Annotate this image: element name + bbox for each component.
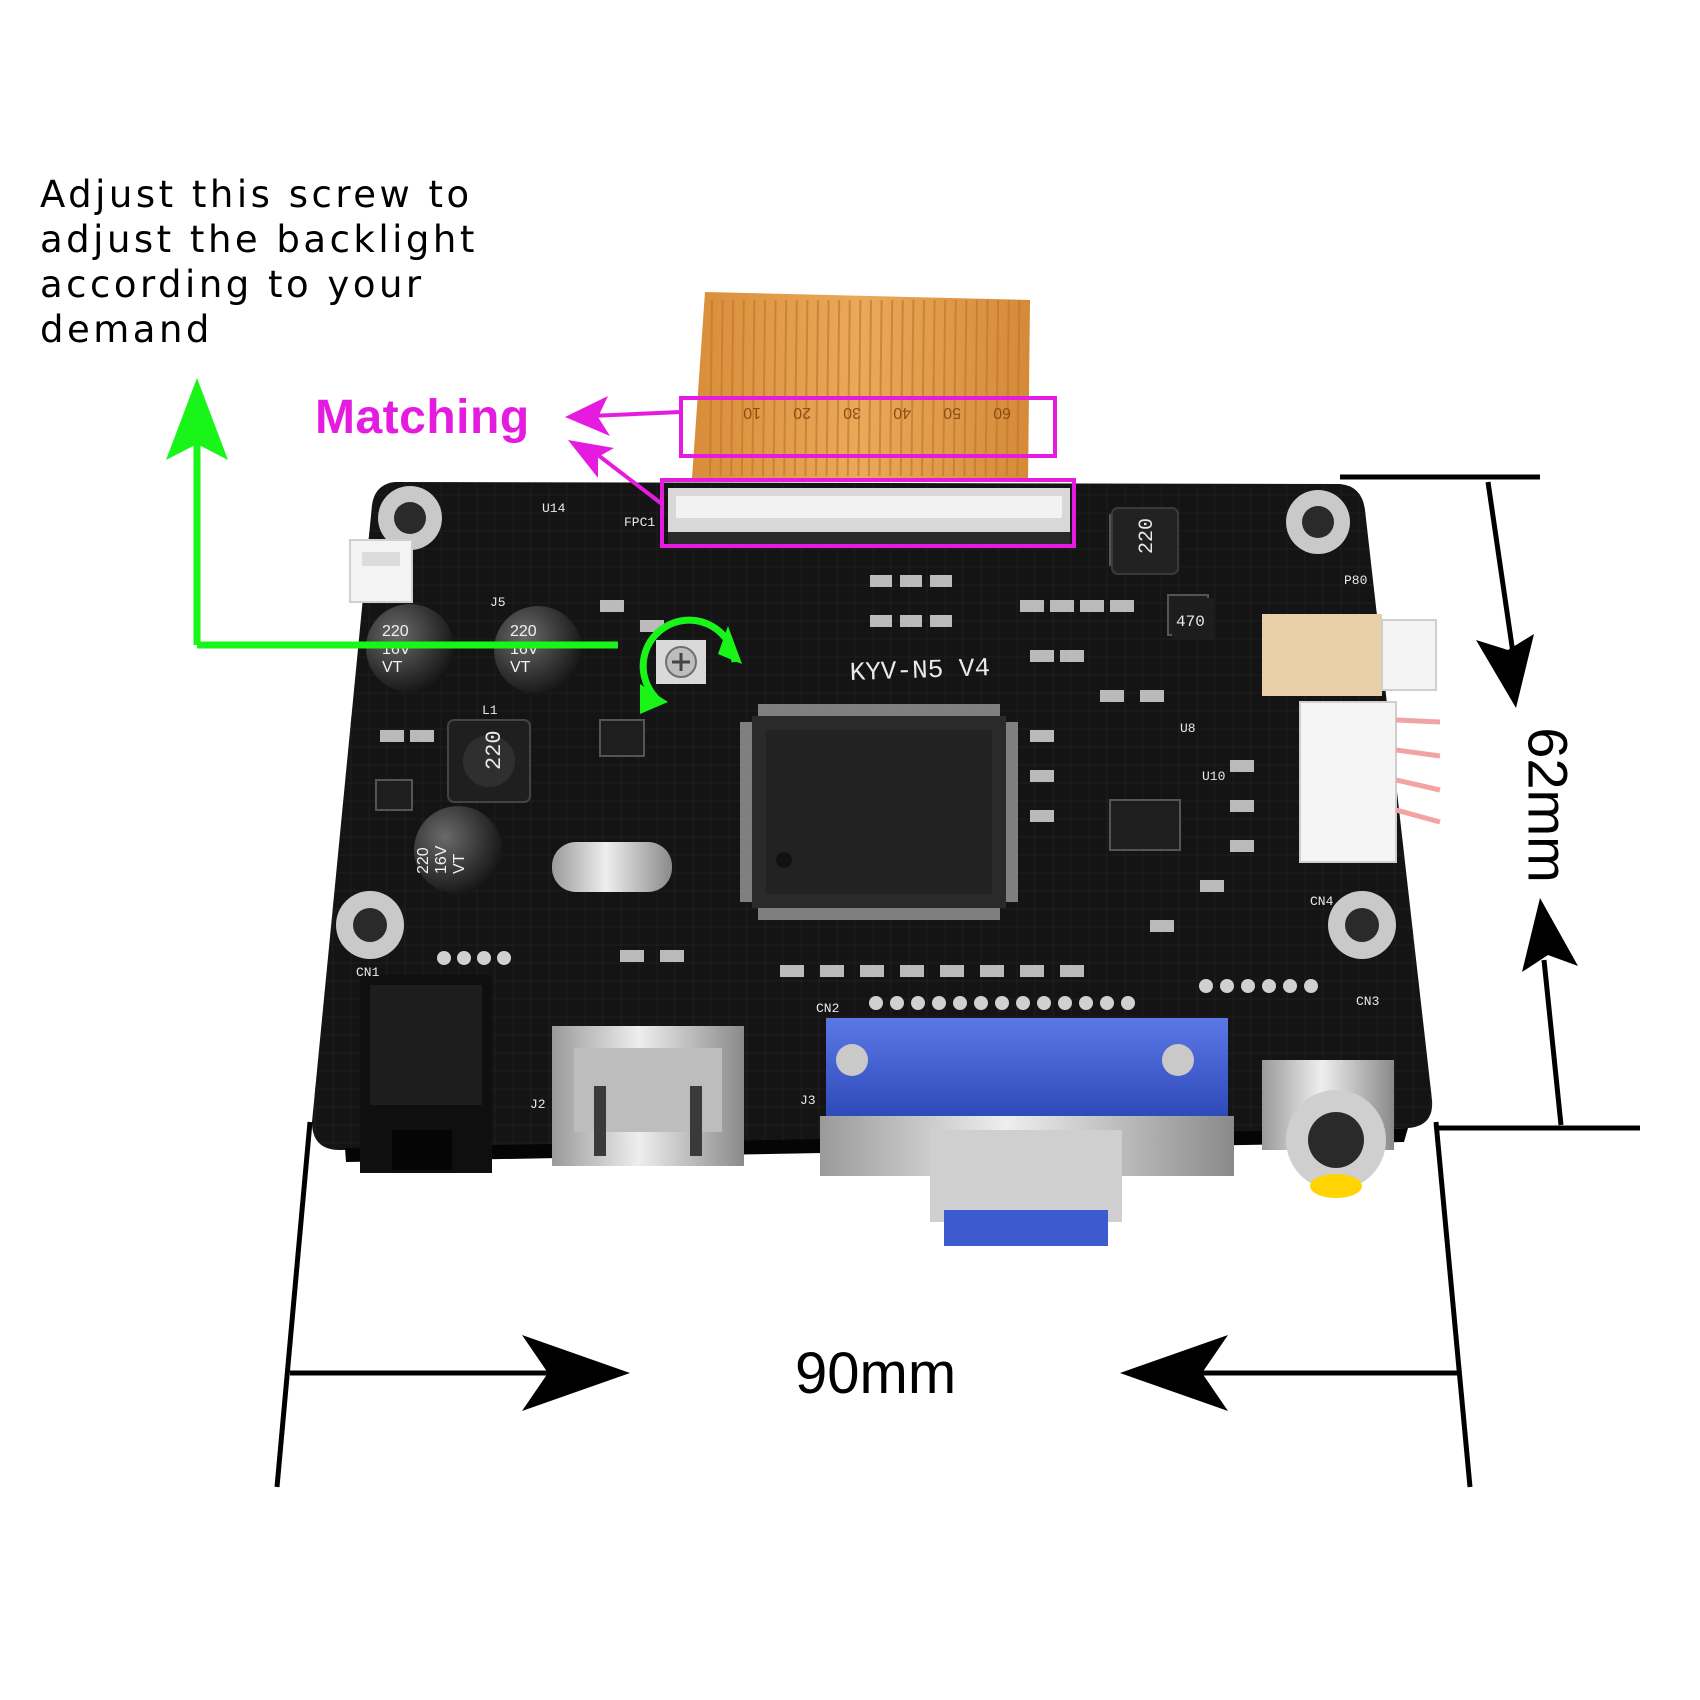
capacitor-marking: 16V — [433, 845, 450, 874]
fpc-connector — [668, 488, 1070, 544]
mounting-hole-top-left — [378, 486, 442, 550]
capacitor-marking: 220 — [510, 623, 537, 640]
top-right-inductor: 220 470 — [1111, 507, 1214, 640]
fpc-scale-mark: 10 — [743, 404, 761, 421]
width-dimension-label: 90mm — [795, 1341, 957, 1406]
silkscreen-label: J3 — [800, 1093, 816, 1108]
left-connector — [349, 539, 413, 603]
screw-annotation — [166, 378, 742, 714]
fpc-scale-mark: 50 — [943, 404, 961, 421]
crystal-oscillator — [552, 842, 672, 892]
rca-jack — [1262, 1060, 1394, 1198]
instruction-line: Adjust this screw to — [40, 173, 473, 216]
hdmi-port — [552, 1026, 744, 1166]
silkscreen-label: U10 — [1202, 769, 1225, 784]
fpc-highlight-box — [679, 396, 1057, 458]
silkscreen-label: J5 — [490, 595, 506, 610]
silkscreen-label: CN1 — [356, 965, 380, 980]
instruction-line: according to your — [40, 263, 425, 306]
capacitor-marking: VT — [382, 659, 403, 676]
pin-header-holes — [437, 951, 1318, 1010]
instruction-line: demand — [40, 308, 213, 351]
silkscreen-label: FPC1 — [624, 515, 655, 530]
matching-label: Matching — [315, 391, 530, 444]
fpc-scale-mark: 40 — [893, 404, 911, 421]
mounting-hole-top-right — [1286, 490, 1350, 554]
fpc-scale-mark: 20 — [793, 404, 811, 421]
inductor-marking: 220 — [482, 730, 507, 770]
backlight-trimmer-screw — [656, 640, 706, 684]
silkscreen-label: U8 — [1180, 721, 1196, 736]
mounting-hole-bottom-right — [1328, 891, 1396, 959]
silkscreen-label: CN2 — [816, 1001, 839, 1016]
fpc-scale-mark: 30 — [843, 404, 861, 421]
fpc-scale-mark: 60 — [993, 404, 1011, 421]
connector-highlight-box — [660, 478, 1076, 548]
top-inductor-marking: 220 — [1136, 518, 1159, 554]
backlight-instruction: Adjust this screw to adjust the backligh… — [40, 172, 510, 352]
main-ic-chip — [740, 704, 1018, 920]
silkscreen-label: J2 — [530, 1097, 546, 1112]
capacitor-marking: 220 — [415, 847, 432, 874]
capacitor-marking: VT — [510, 659, 531, 676]
small-inductor-marking: 470 — [1176, 613, 1205, 631]
capacitor-marking: VT — [451, 853, 468, 874]
silkscreen-label: CN4 — [1310, 894, 1334, 909]
fpc-cable: 10 20 30 40 50 60 — [692, 292, 1030, 482]
right-connectors — [1262, 614, 1441, 863]
mounting-hole-bottom-left — [336, 891, 404, 959]
width-dimension — [274, 1121, 1473, 1488]
matching-annotation — [565, 396, 1076, 548]
vga-port — [820, 1018, 1234, 1246]
height-dimension-label: 62mm — [1516, 727, 1580, 883]
capacitor-marking: 220 — [382, 623, 409, 640]
silkscreen-label: U14 — [542, 501, 566, 516]
fpc-scale: 10 20 30 40 50 60 — [743, 404, 1011, 421]
height-dimension — [1340, 474, 1640, 1131]
dc-power-jack — [360, 975, 492, 1173]
silkscreen-label: CN3 — [1356, 994, 1379, 1009]
board-model-text: KYV-N5 V4 — [849, 653, 990, 688]
power-inductor: 220 — [447, 719, 531, 803]
silkscreen-label: L1 — [482, 703, 498, 718]
silkscreen-label: P80 — [1344, 573, 1367, 588]
pcb-board: KYV-N5 V4 — [312, 482, 1441, 1246]
instruction-line: adjust the backlight — [40, 218, 478, 261]
